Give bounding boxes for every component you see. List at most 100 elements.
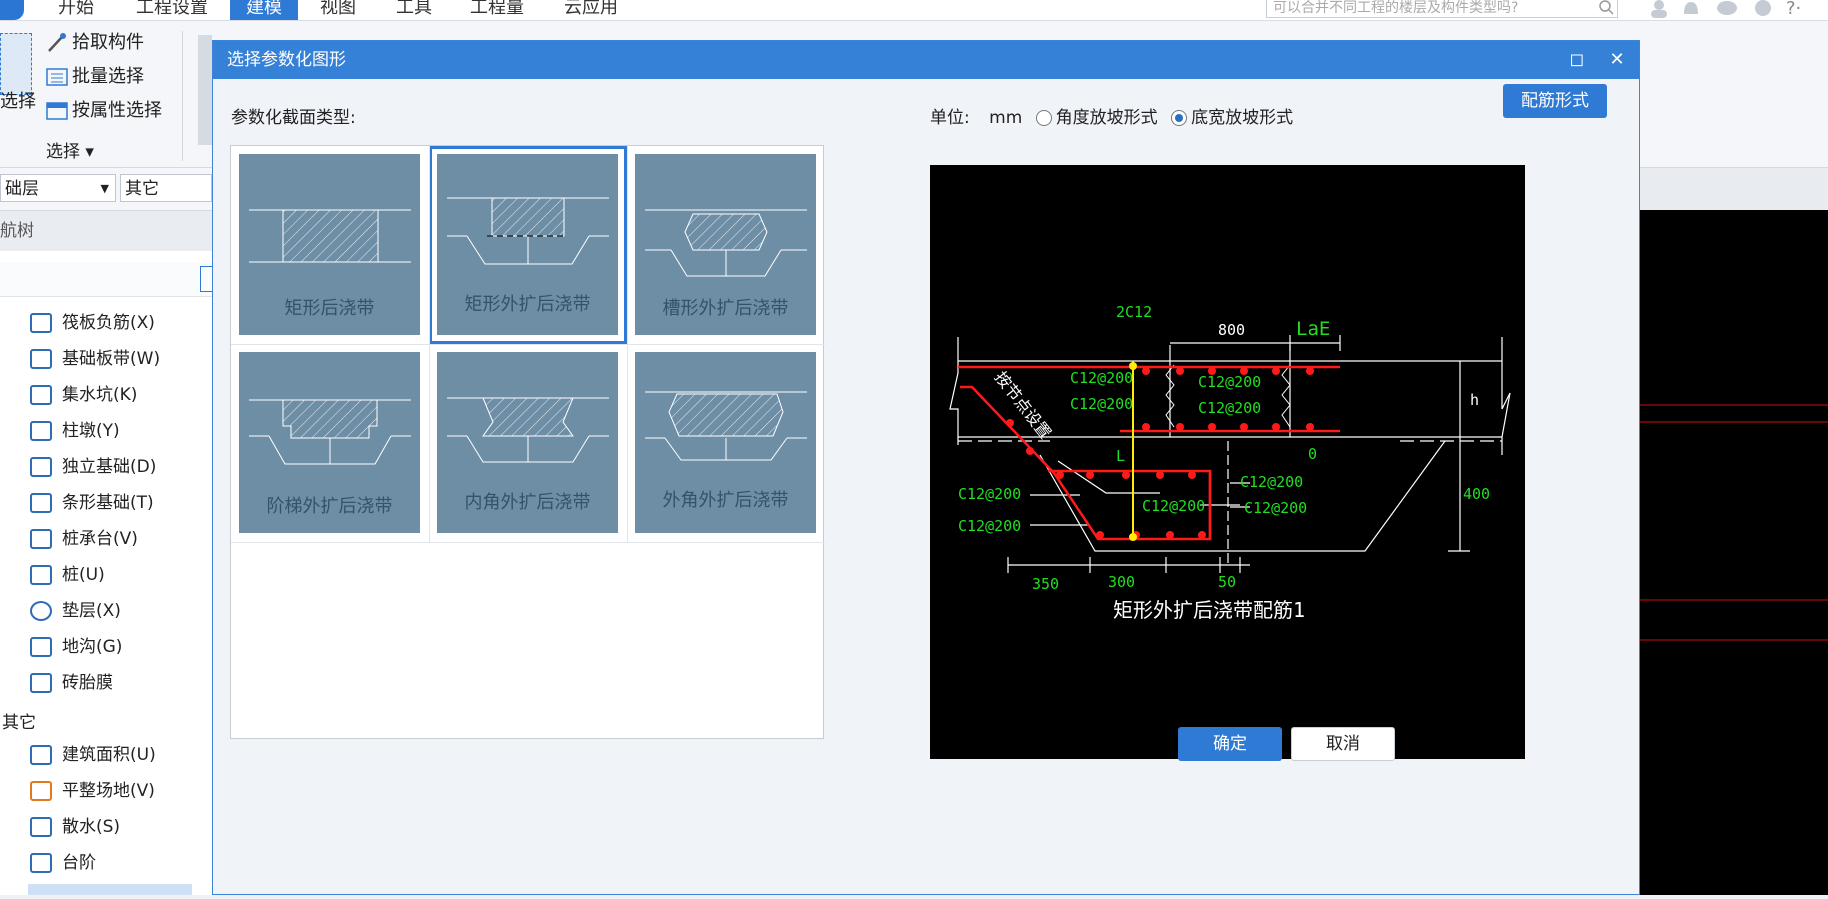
search-icon[interactable] [1598,0,1616,16]
tree-item-pile[interactable]: 桩(U) [30,560,105,590]
ribbon-hidden-tools [198,35,212,145]
floor-select[interactable]: 础层▼ [0,174,116,202]
shape-cell-outer-corner-expand[interactable]: 外角外扩后浇带 [627,344,825,542]
help-icon[interactable]: ?· [1786,0,1802,19]
menu-tools[interactable]: 工具 [396,0,432,18]
layer-toolbar: 础层▼ 其它 [0,168,212,211]
select-by-attribute-button[interactable]: 按属性选择 [46,97,162,125]
maximize-icon[interactable]: ◻ [1569,49,1585,70]
preview-caption: 矩形外扩后浇带配筋1 [1113,598,1305,622]
brick-mold-icon [30,673,52,693]
tree-item-brick-mold[interactable]: 砖胎膜 [30,668,113,698]
unit-label: 单位: [930,108,970,128]
shape-thumb-groove-expand: 槽形外扩后浇带 [635,154,816,335]
bell-icon[interactable] [1680,0,1702,18]
search-input[interactable]: 可以合并不同工程的楼层及构件类型吗? [1266,0,1618,18]
close-icon[interactable]: ✕ [1609,49,1625,70]
radio-width-label[interactable]: 底宽放坡形式 [1191,108,1294,128]
tree-item-apron[interactable]: 散水(S) [30,812,120,842]
pick-component-button[interactable]: 拾取构件 [46,29,144,57]
shape-thumb-stepped-expand: 阶梯外扩后浇带 [239,352,420,533]
label-dim-50: 50 [1218,573,1236,591]
tree-item-steps[interactable]: 台阶 [30,848,96,878]
label-dim-350: 350 [1032,575,1059,593]
select-parametric-shape-dialog: 选择参数化图形 ◻ ✕ 参数化截面类型: 单位: mm 角度放坡形式 底宽放坡形… [212,40,1640,895]
shape-cell-groove-expand[interactable]: 槽形外扩后浇带 [627,146,825,344]
shape-cell-stepped-expand[interactable]: 阶梯外扩后浇带 [231,344,429,542]
shape-thumb-outer-corner-expand: 外角外扩后浇带 [635,352,816,533]
menu-cloud[interactable]: 云应用 [564,0,618,18]
tree-item-building-area[interactable]: 建筑面积(U) [30,740,156,770]
label-rebar-center: C12@200 [1142,497,1205,515]
radio-angle-label[interactable]: 角度放坡形式 [1055,108,1158,128]
rebar-preview-canvas: 2C12 C12@200 C12@200 C12@200 C12@200 L C… [930,165,1525,759]
grid-divider-v2 [627,146,628,542]
radio-width-slope[interactable] [1171,110,1188,126]
steps-icon [30,853,52,873]
batch-select-button[interactable]: 批量选择 [46,63,144,91]
tree-item-cushion[interactable]: 垫层(X) [30,596,121,626]
cancel-button[interactable]: 取消 [1291,727,1395,761]
grid-divider-h2 [231,542,825,543]
shape-thumb-rect-expand: 矩形外扩后浇带 [437,154,618,335]
nav-search-row [0,262,214,297]
label-rebar-left-2: C12@200 [1070,395,1133,413]
category-select[interactable]: 其它 [120,174,212,202]
tree-item-pile-cap[interactable]: 桩承台(V) [30,524,138,554]
dialog-titlebar: 选择参数化图形 ◻ ✕ [213,41,1639,79]
foundation-strip-icon [30,349,52,369]
tree-item-foundation-strip[interactable]: 基础板带(W) [30,344,160,374]
tree-group-other[interactable]: 其它 [2,713,36,733]
unit-value: mm [989,108,1023,128]
menu-quantities[interactable]: 工程量 [470,0,524,18]
tree-item-selected-partial[interactable] [28,884,192,895]
tree-item-column-pier[interactable]: 柱墩(Y) [30,416,120,446]
canvas-tabbar [1640,168,1828,210]
label-rebar-low-left-1: C12@200 [958,485,1021,503]
shape-cell-rect-expand[interactable]: 矩形外扩后浇带 [429,146,627,344]
tree-item-strip-footing[interactable]: 条形基础(T) [30,488,154,518]
select-big-button[interactable] [0,33,32,95]
chat-icon[interactable] [1716,0,1738,18]
tree-item-trench[interactable]: 地沟(G) [30,632,122,662]
pick-icon [46,33,68,53]
tree-item-isolated-footing[interactable]: 独立基础(D) [30,452,156,482]
tree-item-site-leveling[interactable]: 平整场地(V) [30,776,155,806]
ok-button[interactable]: 确定 [1178,727,1282,761]
select-group-label[interactable]: 选择 ▾ [46,142,94,162]
menu-project-settings[interactable]: 工程设置 [136,0,208,18]
shape-thumb-inner-corner-expand: 内角外扩后浇带 [437,352,618,533]
nav-tree-title: 航树 [0,211,212,251]
preview-outline [949,335,1511,573]
tree-item-raft-neg-rebar[interactable]: 筏板负筋(X) [30,308,155,338]
raft-rebar-icon [30,313,52,333]
shape-grid: 矩形后浇带 矩形外扩后浇带 槽形外扩后浇带 阶梯外扩后浇带 内角外扩后浇 [230,145,825,739]
shape-cell-inner-corner-expand[interactable]: 内角外扩后浇带 [429,344,627,542]
drawing-canvas[interactable] [1640,210,1828,895]
app-logo[interactable] [0,0,24,20]
dialog-title: 选择参数化图形 [227,50,346,70]
menu-modeling[interactable]: 建模 [230,0,298,20]
label-dim-300: 300 [1108,573,1135,591]
label-rebar-mid-1: C12@200 [1198,373,1261,391]
preview-rebars [958,365,1340,541]
strip-footing-icon [30,493,52,513]
rebar-form-button[interactable]: 配筋形式 [1503,84,1607,118]
menu-view[interactable]: 视图 [320,0,356,18]
user-icon[interactable] [1648,0,1670,18]
tree-item-sump-pit[interactable]: 集水坑(K) [30,380,137,410]
label-rebar-left-1: C12@200 [1070,369,1133,387]
label-rebar-right-2: C12@200 [1244,499,1307,517]
label-2c12: 2C12 [1116,303,1152,321]
ribbon-divider [182,31,183,161]
building-area-icon [30,745,52,765]
label-h: h [1470,391,1479,409]
radio-angle-slope[interactable] [1035,110,1052,126]
label-slope-note: 按节点设置 [991,368,1055,443]
label-zero: 0 [1308,445,1317,463]
assistant-icon[interactable] [1752,0,1774,18]
isolated-footing-icon [30,457,52,477]
menu-start[interactable]: 开始 [58,0,94,18]
grid-divider-h1 [231,344,825,345]
shape-cell-rect[interactable]: 矩形后浇带 [231,146,429,344]
